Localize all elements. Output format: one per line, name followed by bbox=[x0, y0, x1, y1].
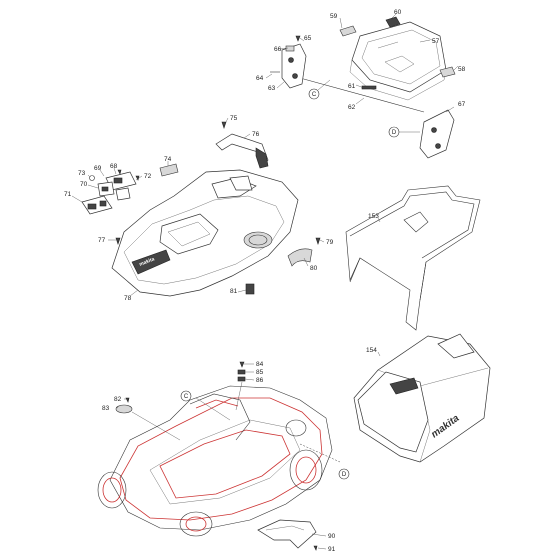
part-82-83 bbox=[115, 397, 181, 441]
leader-lines bbox=[71, 13, 459, 550]
label-84: 84 bbox=[256, 361, 264, 368]
part-85-nut bbox=[237, 369, 246, 375]
front-right-wheel bbox=[289, 449, 323, 491]
label-67: 67 bbox=[458, 101, 466, 108]
label-69: 69 bbox=[94, 165, 102, 172]
part-58-pad bbox=[439, 66, 456, 78]
part-86-nut bbox=[237, 376, 246, 382]
label-86: 86 bbox=[256, 377, 264, 384]
label-78: 78 bbox=[124, 295, 132, 302]
part-71-switch-box bbox=[81, 195, 113, 215]
label-83: 83 bbox=[102, 405, 110, 412]
part-80-side-cover bbox=[287, 248, 313, 267]
svg-text:D: D bbox=[392, 130, 397, 136]
part-66-clip bbox=[285, 45, 295, 52]
switch-box-assembly bbox=[81, 169, 140, 215]
ref-marker-d-top: D bbox=[388, 126, 420, 138]
part-60-cap bbox=[385, 16, 401, 28]
label-75: 75 bbox=[230, 115, 238, 122]
label-62: 62 bbox=[348, 104, 356, 111]
label-58: 58 bbox=[458, 66, 466, 73]
ref-marker-c-bottom: C bbox=[180, 390, 192, 402]
part-84-86 bbox=[235, 361, 246, 411]
deck-outline bbox=[109, 385, 333, 531]
label-68: 68 bbox=[110, 163, 118, 170]
part-63-bracket bbox=[281, 43, 307, 89]
part-90-91 bbox=[257, 519, 318, 551]
label-81: 81 bbox=[230, 288, 238, 295]
motor-housing-assembly: makita bbox=[111, 121, 321, 297]
label-60: 60 bbox=[394, 9, 402, 16]
part-73-washer bbox=[89, 175, 95, 181]
label-85: 85 bbox=[256, 369, 264, 376]
label-65: 65 bbox=[304, 35, 312, 42]
svg-text:C: C bbox=[184, 394, 189, 400]
label-59: 59 bbox=[330, 13, 338, 20]
mower-deck-chassis bbox=[97, 385, 341, 537]
rear-left-wheel bbox=[179, 511, 213, 537]
part-90-deflector bbox=[257, 519, 317, 549]
label-82: 82 bbox=[114, 396, 122, 403]
svg-text:C: C bbox=[312, 92, 317, 98]
label-77: 77 bbox=[98, 237, 106, 244]
label-76: 76 bbox=[252, 131, 260, 138]
part-154-grass-bag: makita bbox=[353, 333, 491, 463]
part-62-rod bbox=[299, 77, 425, 113]
label-64: 64 bbox=[256, 75, 264, 82]
label-91: 91 bbox=[328, 546, 336, 553]
ref-marker-c-top: C bbox=[308, 79, 331, 100]
part-153-grass-bag-frame bbox=[345, 185, 481, 331]
front-left-wheel bbox=[97, 471, 127, 509]
label-153: 153 bbox=[368, 213, 379, 220]
label-73: 73 bbox=[78, 170, 86, 177]
part-83-cap bbox=[115, 404, 133, 414]
label-154: 154 bbox=[366, 347, 377, 354]
label-79: 79 bbox=[326, 239, 334, 246]
label-70: 70 bbox=[80, 181, 88, 188]
label-66: 66 bbox=[274, 46, 282, 53]
label-80: 80 bbox=[310, 265, 318, 272]
label-74: 74 bbox=[164, 156, 172, 163]
catcher-lid-assembly bbox=[270, 16, 456, 159]
label-90: 90 bbox=[328, 533, 336, 540]
label-63: 63 bbox=[268, 85, 276, 92]
part-81-clip bbox=[245, 283, 255, 295]
label-72: 72 bbox=[144, 173, 152, 180]
part-59-pad bbox=[339, 25, 357, 37]
part-labels: 59 60 65 66 57 58 64 63 61 62 67 75 76 7… bbox=[64, 9, 466, 553]
part-74-label bbox=[159, 163, 179, 177]
part-61-spring bbox=[361, 85, 377, 90]
label-57: 57 bbox=[432, 38, 440, 45]
svg-text:D: D bbox=[342, 472, 347, 478]
cover-brand-text: makita bbox=[139, 256, 156, 268]
part-65-screw bbox=[295, 35, 301, 42]
part-67-bracket bbox=[419, 109, 455, 159]
label-71: 71 bbox=[64, 191, 72, 198]
label-61: 61 bbox=[348, 83, 356, 90]
ref-marker-d-bottom: D bbox=[338, 468, 350, 480]
